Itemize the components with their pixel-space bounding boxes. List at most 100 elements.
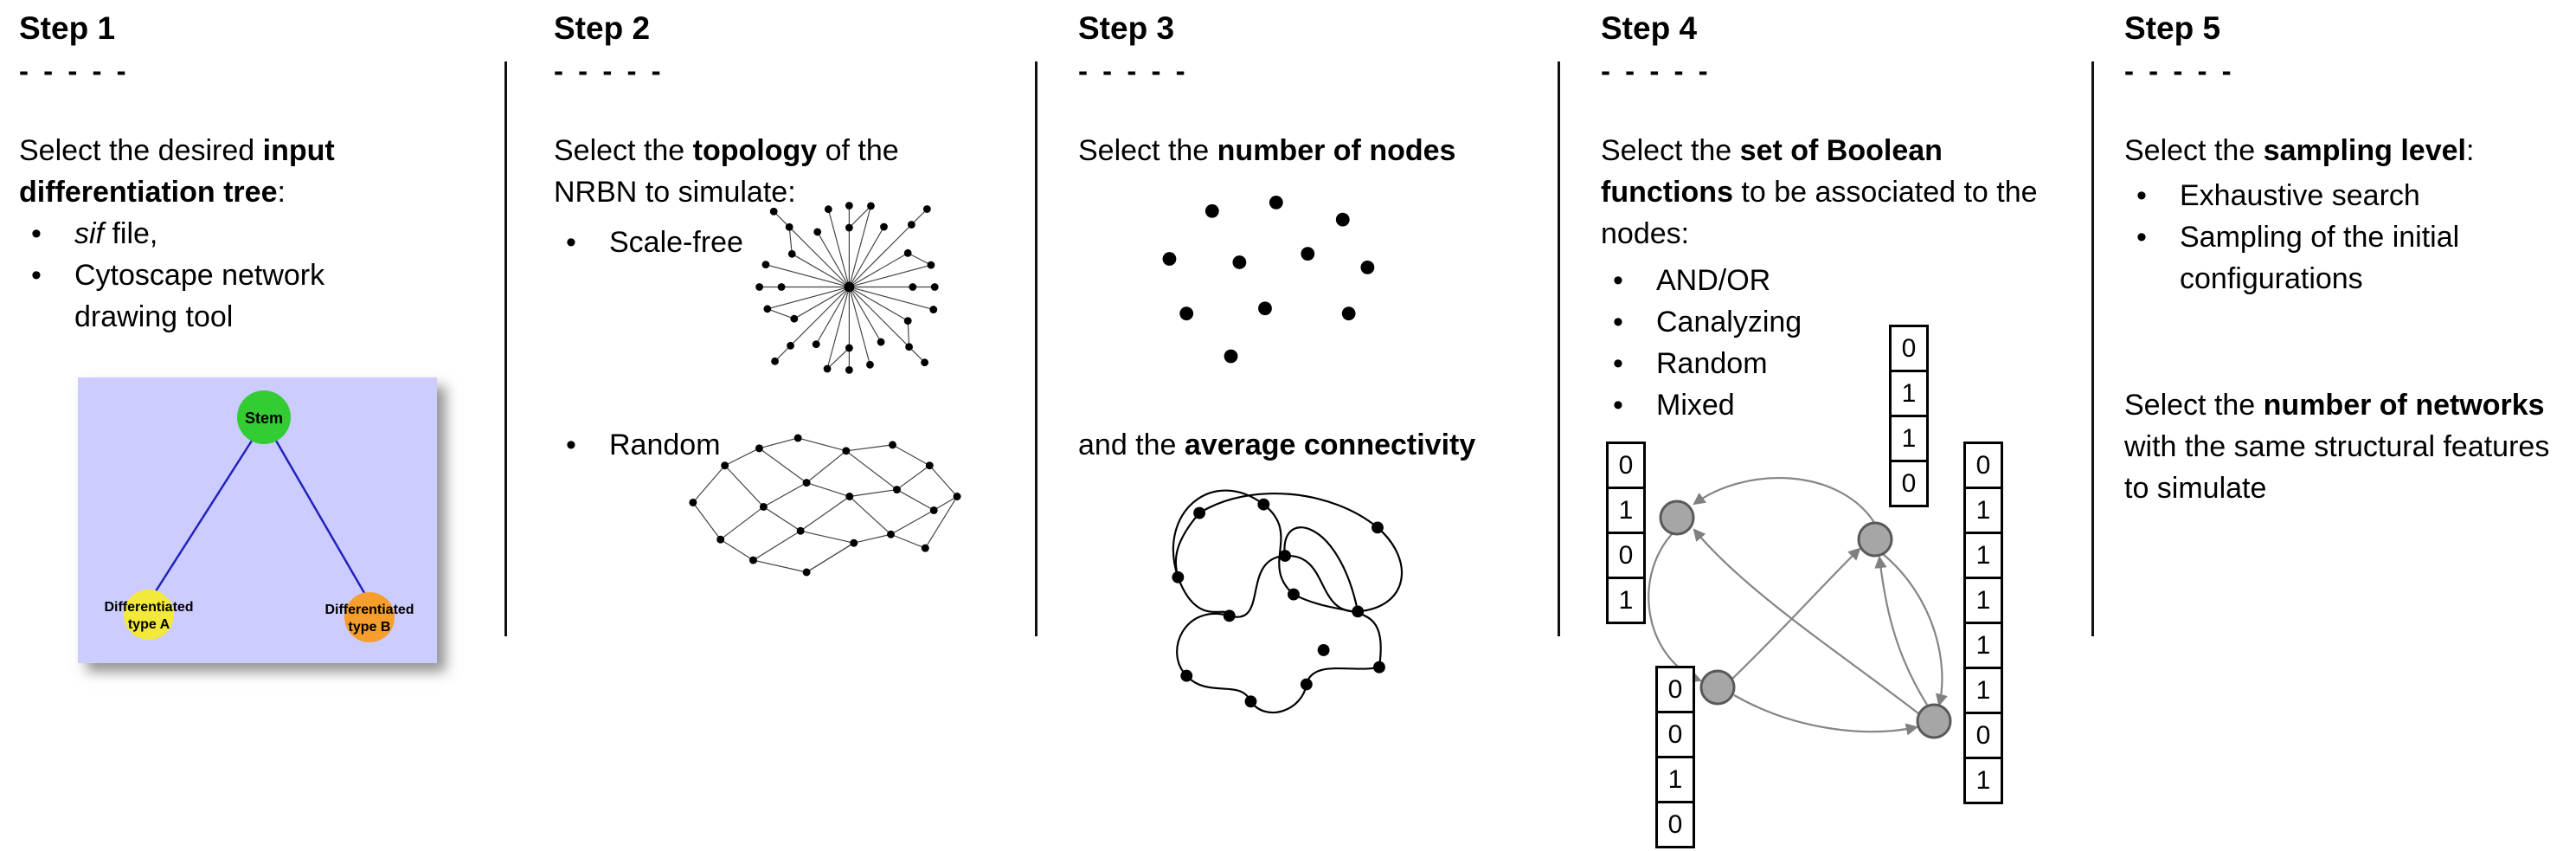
- step-3-second-text: and the average connectivity: [1078, 429, 1476, 461]
- stem-node-label: Stem: [245, 409, 283, 427]
- step-2-dashes: - - - - -: [554, 55, 665, 87]
- step-5-bullet-list: • Exhaustive search • Sampling of the in…: [2124, 175, 2570, 300]
- step-2-title: Step 2: [554, 10, 651, 46]
- step-4-title: Step 4: [1601, 10, 1698, 46]
- step-4-dashes: - - - - -: [1601, 55, 1712, 87]
- step-4-bullet-list: • AND/OR • Canalyzing • Random • Mixed: [1601, 260, 1973, 426]
- column-separator: [1035, 61, 1037, 636]
- column-separator: [504, 61, 507, 636]
- step-1-bullet-list: • sif file, • Cytoscape network drawing …: [19, 213, 391, 338]
- scale-free-network-figure: [705, 187, 984, 386]
- step-3-dashes: - - - - -: [1078, 55, 1189, 87]
- network-arrow: [1874, 555, 1928, 706]
- truth-table-cell: 0: [1889, 460, 1929, 507]
- type-a-node: [124, 590, 174, 640]
- truth-table-left: 0 1 0 1: [1606, 442, 1646, 624]
- bullet-text: Sampling of the initial configurations: [2180, 221, 2460, 295]
- differentiation-tree-figure: Stem Differentiated type A Differentiate…: [78, 377, 437, 663]
- network-node: [1699, 669, 1736, 706]
- bullet-marker: •: [2136, 221, 2147, 254]
- bullet-item: • sif file,: [19, 213, 391, 255]
- step-4-intro: Select the set of Boolean functions to b…: [1601, 134, 2038, 250]
- type-b-node: [344, 592, 395, 642]
- step-2-intro: Select the topology of the NRBN to simul…: [554, 134, 899, 209]
- network-node: [1857, 521, 1893, 558]
- random-network-figure: [678, 403, 967, 592]
- step-5-dashes: - - - - -: [2124, 55, 2235, 87]
- truth-table-cell: 1: [1963, 577, 2003, 624]
- bullet-text: Mixed: [1656, 389, 1735, 422]
- bullet-marker: •: [566, 226, 576, 259]
- bullet-marker: •: [1613, 264, 1623, 297]
- truth-table-cell: 0: [1963, 442, 2003, 489]
- network-arrow: [1693, 528, 1919, 714]
- network-arrow: [1648, 533, 1702, 683]
- step-5-intro: Select the sampling level:: [2124, 134, 2475, 167]
- network-arrow: [1731, 547, 1861, 680]
- bullet-item: • AND/OR: [1601, 260, 1973, 301]
- bullet-item: • Canalyzing: [1601, 301, 1973, 343]
- bullet-marker: •: [566, 429, 576, 461]
- step-5-second-text: Select the number of networks with the s…: [2124, 389, 2550, 505]
- network-arrow: [1882, 553, 1948, 707]
- network-arrow: [1733, 694, 1919, 736]
- type-b-node-label: Differentiated: [324, 603, 414, 617]
- boolean-network-graph: [1648, 477, 1952, 739]
- bullet-item: • Mixed: [1601, 384, 1973, 426]
- truth-table-cell: 1: [1889, 415, 1929, 462]
- step-1-title: Step 1: [19, 10, 116, 46]
- step-2-bullet-random: • Random: [554, 424, 917, 466]
- bullet-item: • Random: [1601, 343, 1973, 384]
- tree-edge: [152, 440, 254, 595]
- truth-table-cell: 1: [1889, 370, 1929, 417]
- step-1-intro: Select the desired input differentiation…: [19, 134, 335, 209]
- truth-table-cell: 1: [1606, 487, 1646, 534]
- network-arrow: [1693, 477, 1876, 525]
- bullet-item: • Scale-free: [554, 222, 917, 263]
- truth-table-cell: 0: [1606, 442, 1646, 489]
- truth-table-cell: 1: [1963, 532, 2003, 579]
- tangled-network-figure: [1147, 474, 1436, 727]
- bullet-marker: •: [31, 259, 42, 292]
- tree-edge: [274, 440, 369, 598]
- truth-table-cell: 0: [1963, 712, 2003, 759]
- bullet-marker: •: [1613, 306, 1623, 338]
- bullet-item: • Cytoscape network drawing tool: [19, 255, 391, 338]
- bullet-marker: •: [1613, 389, 1623, 422]
- step-3-title: Step 3: [1078, 10, 1175, 46]
- bullet-text: Cytoscape network drawing tool: [74, 259, 325, 333]
- bullet-text: sif file,: [74, 217, 158, 250]
- bullet-text: Canalyzing: [1656, 306, 1802, 338]
- bullet-item: • Sampling of the initial configurations: [2124, 216, 2570, 300]
- network-node: [1916, 703, 1952, 739]
- truth-table-cell: 1: [1606, 577, 1646, 624]
- truth-table-cell: 0: [1889, 325, 1929, 372]
- truth-table-bottom: 0 0 1 0: [1655, 666, 1695, 848]
- truth-table-cell: 0: [1606, 532, 1646, 579]
- bullet-marker: •: [1613, 347, 1623, 380]
- boolean-network-figure: 0 1 1 0 0 1 0 1 0 0 1 0 0 1 1 1 1 1 0 1: [1597, 322, 2020, 851]
- truth-table-cell: 1: [1963, 667, 2003, 714]
- column-separator: [2091, 61, 2094, 636]
- truth-table-top: 0 1 1 0: [1889, 325, 1929, 507]
- network-node: [1659, 500, 1695, 536]
- bullet-item: • Random: [554, 424, 917, 466]
- stem-node: [237, 390, 291, 444]
- step-1-dashes: - - - - -: [19, 55, 130, 87]
- truth-table-right: 0 1 1 1 1 1 0 1: [1963, 442, 2003, 804]
- bullet-text: Random: [609, 429, 721, 461]
- scattered-nodes-figure: [1135, 192, 1391, 393]
- bullet-item: • Exhaustive search: [2124, 175, 2570, 216]
- step-3-intro: Select the number of nodes: [1078, 134, 1456, 167]
- truth-table-cell: 1: [1655, 756, 1695, 803]
- truth-table-cell: 0: [1655, 801, 1695, 848]
- truth-table-cell: 1: [1963, 622, 2003, 669]
- truth-table-cell: 0: [1655, 666, 1695, 713]
- column-separator: [1558, 61, 1560, 636]
- type-b-node-label: type B: [349, 620, 391, 635]
- bullet-text: Random: [1656, 347, 1768, 380]
- step-2-bullet-scale-free: • Scale-free: [554, 222, 917, 263]
- truth-table-cell: 1: [1963, 487, 2003, 534]
- bullet-marker: •: [2136, 179, 2147, 212]
- step-5-title: Step 5: [2124, 10, 2221, 46]
